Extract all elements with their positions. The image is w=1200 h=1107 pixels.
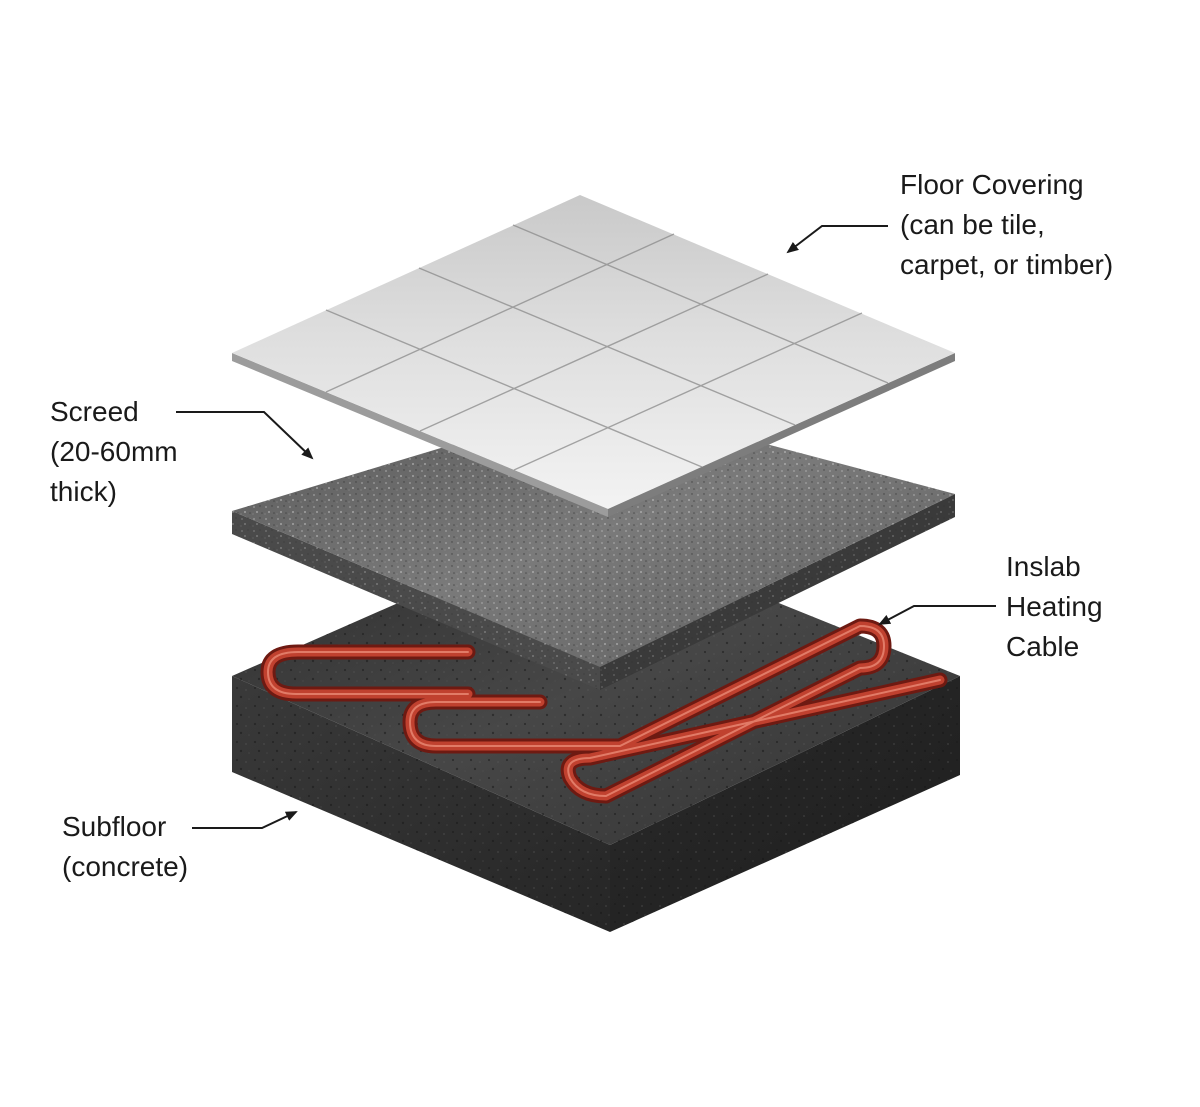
floor-covering-label-line-1: Floor Covering [900,169,1084,200]
floor-covering-label: Floor Covering (can be tile, carpet, or … [900,165,1113,285]
screed-label-line-3: thick) [50,476,117,507]
screed-label-line-2: (20-60mm [50,436,178,467]
heating-cable-label-line-3: Cable [1006,631,1080,662]
screed-label: Screed (20-60mm thick) [50,392,178,512]
screed-label-line-1: Screed [50,396,139,427]
floor-covering-tiles [232,195,955,517]
floor-covering-label-line-2: (can be tile, [900,209,1045,240]
subfloor-label-line-1: Subfloor [62,811,167,842]
subfloor-arrow [192,811,298,829]
heating-cable-label-line-1: Inslab [1006,551,1081,582]
screed-layer [232,400,955,690]
heating-cable-arrow [878,605,996,625]
tiles-left-edge [232,353,608,517]
floor-covering-label-line-3: carpet, or timber) [900,249,1114,280]
subfloor-label-line-2: (concrete) [62,851,189,882]
subfloor-label: Subfloor (concrete) [62,807,188,887]
leader-lines [176,225,996,829]
tiles-right-edge [608,353,955,517]
heating-cable [260,618,948,804]
floor-covering-arrow [786,225,888,254]
screed-arrow [176,411,314,460]
heating-cable-label-line-2: Heating [1006,591,1103,622]
tile-grout-lines [325,224,889,471]
heating-cable-label: Inslab Heating Cable [1006,547,1103,667]
